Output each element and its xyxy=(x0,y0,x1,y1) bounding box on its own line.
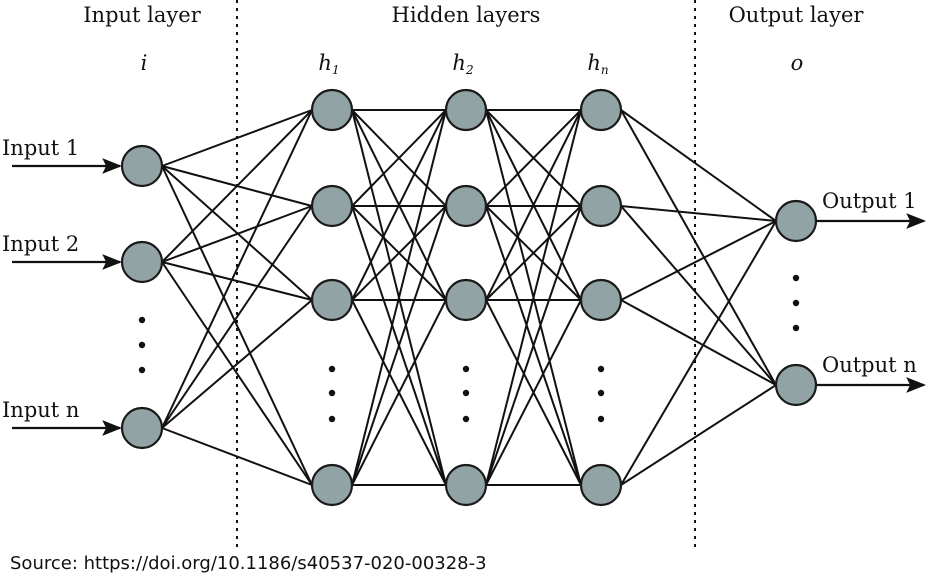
ellipsis-dot-o-1 xyxy=(792,274,800,282)
ellipsis-dot-i-1 xyxy=(138,316,146,324)
node-i-2 xyxy=(120,240,164,284)
ellipsis-dot-h2-3 xyxy=(462,415,470,423)
edge-i3-h14 xyxy=(161,427,313,486)
output-layer-header: Output layer xyxy=(729,3,865,27)
node-h1-3 xyxy=(310,278,354,322)
input-label-n: Input n xyxy=(2,398,79,422)
hidden-layer-1-symbol: h1 xyxy=(318,51,339,77)
node-h2-2 xyxy=(444,184,488,228)
node-o-2 xyxy=(774,363,818,407)
hidden-layers-header: Hidden layers xyxy=(392,3,541,27)
input-layer-symbol: i xyxy=(141,51,148,75)
node-h1-4 xyxy=(310,463,354,507)
hidden-layer-n-symbol: hn xyxy=(587,51,608,77)
edge-hn4-o2 xyxy=(620,384,777,486)
edge-h13-h21 xyxy=(351,109,447,301)
edge-i3-h11 xyxy=(161,109,313,429)
edge-h23-hn1 xyxy=(485,109,582,301)
edge-h22-hn1 xyxy=(485,109,582,207)
edge-i1-h14 xyxy=(161,165,313,486)
ellipsis-dot-hn-2 xyxy=(597,389,605,397)
ellipsis-dot-h2-2 xyxy=(462,389,470,397)
edge-h23-hn2 xyxy=(485,205,582,301)
node-i-3 xyxy=(120,406,164,450)
edge-hn1-o1 xyxy=(620,109,777,222)
node-i-1 xyxy=(120,144,164,188)
hidden-layer-2-symbol: h2 xyxy=(452,51,473,77)
output-label-1: Output 1 xyxy=(822,189,917,213)
edge-h24-hn3 xyxy=(485,299,582,486)
edge-hn3-o2 xyxy=(620,299,777,386)
output-layer-symbol: o xyxy=(791,51,804,75)
edge-hn3-o1 xyxy=(620,220,777,301)
edge-i2-h13 xyxy=(161,261,313,301)
edge-h24-hn2 xyxy=(485,205,582,486)
ellipsis-dot-hn-3 xyxy=(597,415,605,423)
input-label-2: Input 2 xyxy=(2,232,79,256)
ellipsis-dot-o-2 xyxy=(792,299,800,307)
edge-hn1-o2 xyxy=(620,109,777,386)
node-hn-4 xyxy=(579,463,623,507)
ellipsis-dot-hn-1 xyxy=(597,365,605,373)
edge-h14-h21 xyxy=(351,109,447,486)
node-h1-1 xyxy=(310,88,354,132)
ellipsis-dot-h2-1 xyxy=(462,365,470,373)
edge-h12-h21 xyxy=(351,109,447,207)
output-label-n: Output n xyxy=(822,353,917,377)
node-o-1 xyxy=(774,199,818,243)
node-h2-4 xyxy=(444,463,488,507)
edge-i2-h12 xyxy=(161,205,313,263)
node-hn-1 xyxy=(579,88,623,132)
edge-hn2-o1 xyxy=(620,205,777,222)
edge-h14-h23 xyxy=(351,299,447,486)
edge-i3-h12 xyxy=(161,205,313,429)
edge-hn4-o1 xyxy=(620,220,777,486)
ellipsis-dot-h1-2 xyxy=(328,389,336,397)
ellipsis-dot-i-3 xyxy=(138,366,146,374)
edge-i1-h11 xyxy=(161,109,313,167)
edge-h24-hn1 xyxy=(485,109,582,486)
edge-i3-h13 xyxy=(161,299,313,429)
node-hn-2 xyxy=(579,184,623,228)
edge-i2-h14 xyxy=(161,261,313,486)
ellipsis-dot-o-3 xyxy=(792,324,800,332)
node-h2-1 xyxy=(444,88,488,132)
ellipsis-dot-i-2 xyxy=(138,341,146,349)
node-hn-3 xyxy=(579,278,623,322)
node-h2-3 xyxy=(444,278,488,322)
input-label-1: Input 1 xyxy=(2,136,79,160)
edge-i2-h11 xyxy=(161,109,313,263)
edge-hn2-o2 xyxy=(620,205,777,386)
edge-h14-h22 xyxy=(351,205,447,486)
source-caption: Source: https://doi.org/10.1186/s40537-0… xyxy=(10,553,487,574)
node-h1-2 xyxy=(310,184,354,228)
ellipsis-dot-h1-1 xyxy=(328,365,336,373)
input-layer-header: Input layer xyxy=(83,3,201,27)
edge-h13-h22 xyxy=(351,205,447,301)
ellipsis-dot-h1-3 xyxy=(328,415,336,423)
